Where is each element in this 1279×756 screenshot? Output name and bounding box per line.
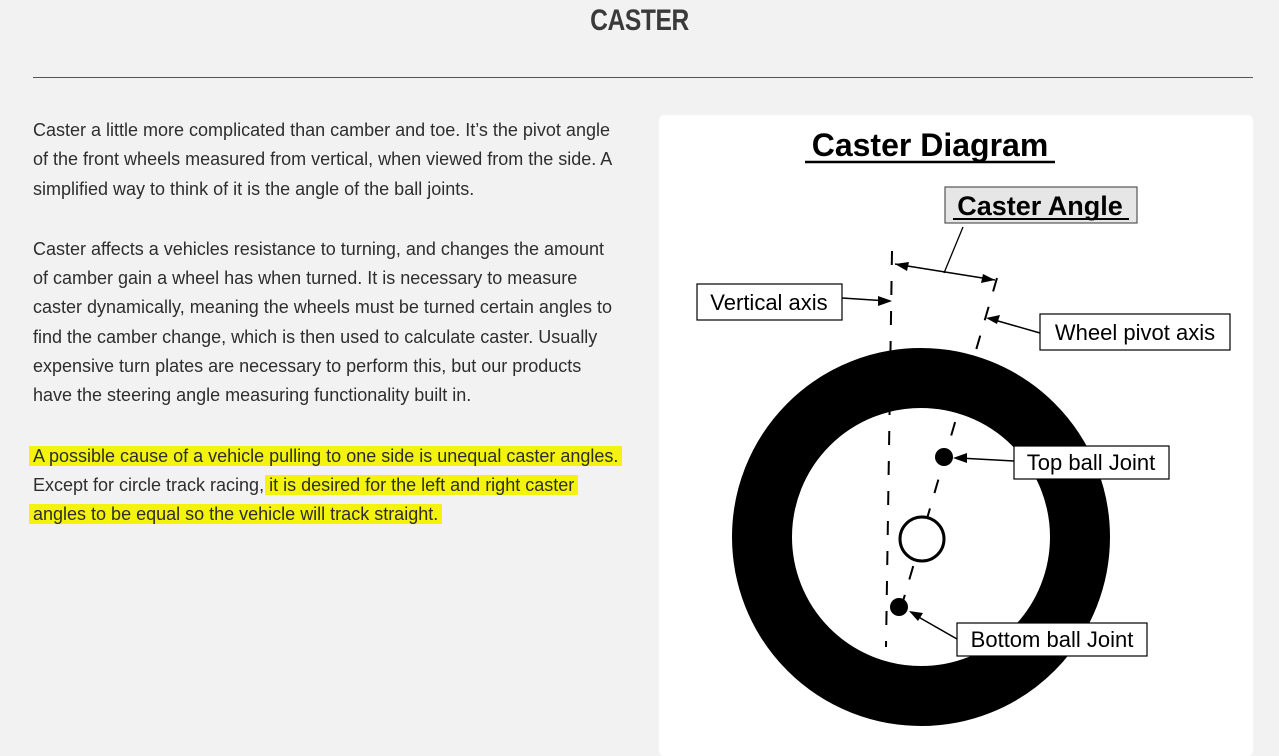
paragraph-caster-effects: Caster affects a vehicles resistance to … bbox=[33, 238, 612, 406]
wheel-hub bbox=[898, 515, 946, 563]
wheel-pivot-axis-line bbox=[898, 277, 998, 616]
top-ball-joint-arrowhead bbox=[953, 453, 967, 463]
top-ball-joint-label: Top ball Joint bbox=[1027, 450, 1155, 475]
vertical-axis-line bbox=[885, 250, 893, 648]
caster-angle-leader bbox=[943, 226, 964, 274]
wheel-pivot-axis-arrowhead bbox=[986, 315, 1000, 324]
diagram-title: Caster Diagram bbox=[812, 127, 1049, 163]
page-title: CASTER bbox=[590, 4, 689, 37]
caster-diagram-figure: Caster Diagram Caster Angle Vertical axi… bbox=[659, 115, 1253, 756]
bottom-ball-joint-leader bbox=[914, 614, 958, 640]
tire-ring bbox=[732, 348, 1110, 726]
caster-angle-box bbox=[944, 186, 1138, 224]
caster-angle-arrowhead-left bbox=[895, 262, 909, 271]
vertical-axis-arrowhead bbox=[878, 296, 892, 306]
vertical-axis-label: Vertical axis bbox=[710, 290, 827, 315]
paragraph-caster-pulling: A possible cause of a vehicle pulling to… bbox=[29, 442, 623, 530]
wheel-pivot-axis-label: Wheel pivot axis bbox=[1055, 320, 1215, 345]
highlight-pulling-cause: A possible cause of a vehicle pulling to… bbox=[29, 445, 623, 466]
caster-angle-dimension-line bbox=[894, 263, 996, 281]
vertical-axis-box bbox=[696, 283, 843, 321]
bottom-ball-joint-label: Bottom ball Joint bbox=[971, 627, 1134, 652]
caster-diagram-svg: Caster Diagram Caster Angle Vertical axi… bbox=[696, 127, 1231, 726]
article-text: Caster a little more complicated than ca… bbox=[29, 116, 623, 561]
bottom-ball-joint-dot bbox=[890, 598, 908, 616]
top-ball-joint-leader bbox=[958, 457, 1015, 462]
paragraph-caster-definition: Caster a little more complicated than ca… bbox=[33, 120, 612, 199]
wheel-pivot-axis-box bbox=[1039, 313, 1231, 351]
top-ball-joint-box bbox=[1013, 445, 1170, 480]
bottom-ball-joint-box bbox=[956, 622, 1148, 657]
top-ball-joint-dot bbox=[935, 448, 953, 466]
caster-angle-label: Caster Angle bbox=[957, 191, 1123, 221]
title-divider bbox=[33, 77, 1253, 78]
plain-text-circle-track: Except for circle track racing, bbox=[33, 474, 270, 495]
caster-angle-arrowhead-right bbox=[981, 274, 995, 283]
bottom-ball-joint-arrowhead bbox=[909, 611, 923, 621]
wheel-pivot-axis-leader bbox=[990, 318, 1041, 334]
